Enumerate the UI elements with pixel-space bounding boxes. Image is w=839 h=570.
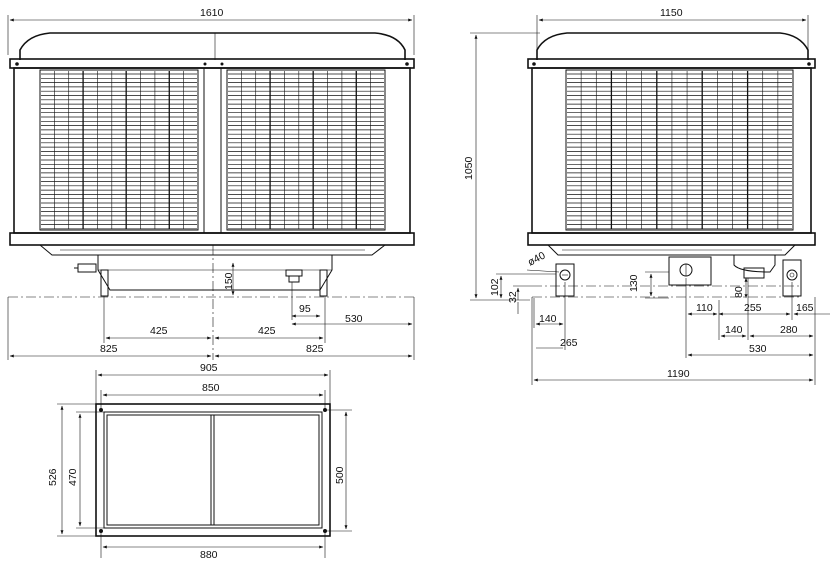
- dim-front-530: 530: [345, 313, 363, 325]
- side-body: [531, 67, 812, 234]
- front-grille-left: [39, 69, 199, 231]
- side-grille: [565, 69, 794, 231]
- drain-fitting: [285, 269, 303, 277]
- side-top-rail: [527, 58, 816, 69]
- side-bottom-rail: [527, 232, 816, 246]
- side-view: [527, 32, 816, 385]
- plan-outer-frame: [95, 403, 331, 537]
- dim-side-height: 1050: [463, 156, 475, 180]
- dim-plan-905: 905: [200, 362, 218, 374]
- dim-side-dia40: ø40: [526, 249, 548, 268]
- front-grille-right: [226, 69, 386, 231]
- dim-plan-850: 850: [202, 382, 220, 394]
- dim-front-150: 150: [223, 272, 235, 290]
- dim-side-1190: 1190: [667, 368, 690, 380]
- front-view: [7, 32, 415, 360]
- dim-side-255: 255: [744, 302, 762, 314]
- dim-front-425-right: 425: [258, 325, 276, 337]
- dim-plan-526: 526: [47, 468, 59, 486]
- dim-plan-470: 470: [67, 468, 79, 486]
- plan-view: [95, 403, 331, 537]
- dim-side-280: 280: [780, 324, 798, 336]
- dim-side-265: 265: [560, 337, 578, 349]
- dim-plan-500: 500: [334, 466, 346, 484]
- dim-side-102: 102: [489, 278, 501, 296]
- dim-side-140a: 140: [539, 313, 557, 325]
- dim-front-825-right: 825: [306, 343, 324, 355]
- dim-side-130: 130: [628, 274, 640, 292]
- side-dimensions: 1150 1050 102 32 ø40 130 80 140 265 110: [463, 7, 830, 382]
- dim-front-95: 95: [299, 303, 311, 315]
- dim-side-140b: 140: [725, 324, 743, 336]
- dim-side-530: 530: [749, 343, 767, 355]
- front-top-rail: [9, 58, 415, 69]
- dim-plan-880: 880: [200, 549, 218, 561]
- dim-side-165: 165: [796, 302, 814, 314]
- side-roof: [536, 32, 809, 60]
- junction-box: [668, 256, 712, 286]
- dim-side-110: 110: [696, 302, 713, 314]
- drain-trap: [743, 267, 765, 279]
- dim-front-width: 1610: [200, 7, 224, 19]
- front-dimensions: 1610 425 425 825 825 150 95 530: [7, 7, 415, 358]
- dim-front-425-left: 425: [150, 325, 168, 337]
- dim-side-32: 32: [507, 291, 519, 303]
- dim-front-825-left: 825: [100, 343, 118, 355]
- front-roof: [19, 32, 406, 60]
- plan-dimensions: 905 850 880 526 470 500: [47, 362, 352, 561]
- dim-side-80: 80: [733, 286, 745, 298]
- front-body: [13, 67, 411, 234]
- dim-side-width: 1150: [660, 7, 683, 19]
- front-bottom-rail: [9, 232, 415, 246]
